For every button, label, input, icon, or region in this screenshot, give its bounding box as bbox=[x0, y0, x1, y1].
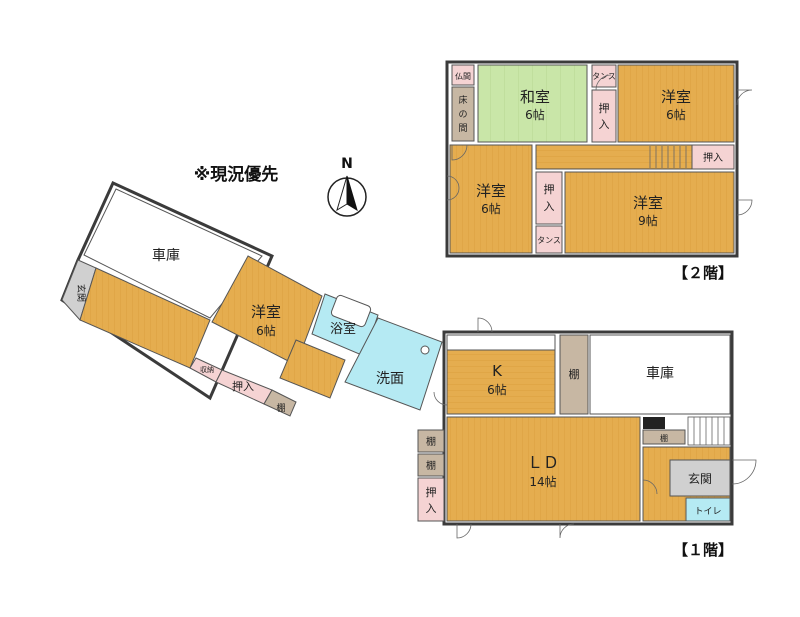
sink-icon bbox=[420, 345, 430, 355]
oshiire-2f-top bbox=[591, 89, 617, 143]
first-floor-east: K 6帖 棚 車庫 ＬＤ 14帖 棚 棚 押 入 棚 玄関 トイレ 【１階】 bbox=[417, 330, 734, 559]
kitchen-label: K bbox=[492, 362, 503, 380]
genkan-e-room bbox=[669, 459, 731, 497]
tokonoma-label-1: 床 bbox=[458, 94, 467, 106]
kitchen-size: 6帖 bbox=[487, 382, 507, 397]
oshiire-hall-label: 押入 bbox=[703, 151, 723, 164]
tansu-2f-bottom bbox=[535, 225, 563, 254]
tana-1-area bbox=[417, 429, 445, 453]
yoshitsu-w1-label: 洋室 bbox=[251, 303, 281, 321]
genkan-e-label: 玄関 bbox=[688, 471, 712, 486]
butsuma-area bbox=[451, 64, 475, 86]
oshiire-2f-mid bbox=[535, 171, 563, 225]
tana-w-area bbox=[263, 389, 297, 417]
tana-3-area bbox=[642, 429, 686, 445]
tana-k-area bbox=[559, 334, 589, 415]
butsuma-label: 仏間 bbox=[455, 72, 471, 81]
senmen-room bbox=[344, 317, 443, 411]
shako-w-label: 車庫 bbox=[152, 247, 180, 264]
shuno-label: 収納 bbox=[200, 365, 214, 374]
oshiire-ld-label-b: 入 bbox=[426, 502, 437, 515]
toilet-label: トイレ bbox=[694, 507, 721, 517]
yoshitsu-w-label: 洋室 bbox=[476, 182, 506, 200]
door-swings bbox=[433, 74, 757, 539]
counter bbox=[446, 334, 556, 351]
stairs-2f bbox=[649, 146, 687, 168]
ld-size: 14帖 bbox=[529, 474, 556, 489]
tokonoma-label-2: の bbox=[458, 110, 467, 120]
floor1-label: 【１階】 bbox=[673, 541, 733, 559]
oshiire-2f-hall bbox=[691, 144, 735, 170]
shako-e-label: 車庫 bbox=[646, 365, 674, 382]
yoshitsu-ne-label: 洋室 bbox=[661, 88, 691, 106]
second-floor: 和室 6帖 洋室 6帖 洋室 6帖 洋室 9帖 仏間 床 の 間 タンス 押 入… bbox=[445, 60, 739, 282]
tana-1-label: 棚 bbox=[426, 435, 436, 448]
tokonoma-area bbox=[451, 86, 475, 142]
tana-3-label: 棚 bbox=[660, 433, 668, 443]
senmen-label: 洗面 bbox=[376, 371, 404, 387]
yoshitsu-se-room bbox=[564, 171, 735, 254]
oshiire-mid-label-a: 押 bbox=[544, 182, 555, 196]
oshiire-top-label-b: 入 bbox=[599, 118, 610, 131]
washitsu-label: 和室 bbox=[520, 88, 550, 106]
tana-k-label: 棚 bbox=[569, 367, 580, 381]
north-label: N bbox=[341, 156, 353, 172]
yoshitsu-w-room bbox=[449, 144, 533, 254]
genkan-w-label: 玄関 bbox=[75, 284, 87, 302]
yoshitsu-ne-size: 6帖 bbox=[666, 107, 686, 122]
hall-w2-area bbox=[279, 339, 346, 399]
tokonoma-label-3: 間 bbox=[458, 123, 467, 134]
stairs-1f bbox=[687, 416, 731, 446]
yoshitsu-se-size: 9帖 bbox=[638, 213, 658, 228]
first-floor-west-wing: 車庫 玄関 洋室 6帖 収納 押入 棚 浴室 洗面 bbox=[60, 181, 443, 417]
floor2-label: 【２階】 bbox=[673, 264, 733, 282]
tansu-2f-top bbox=[591, 64, 617, 88]
oshiire-w-label: 押入 bbox=[232, 379, 254, 393]
yoshitsu-ne-room bbox=[617, 64, 735, 143]
yoshitsu-se-label: 洋室 bbox=[633, 194, 663, 212]
hallway-2f bbox=[535, 144, 693, 170]
ld-room bbox=[446, 416, 641, 522]
ld-label: ＬＤ bbox=[527, 453, 559, 472]
washitsu-room bbox=[477, 64, 588, 143]
oshiire-top-label-a: 押 bbox=[599, 101, 610, 115]
tana-2-area bbox=[417, 453, 445, 477]
yoshitsu-w1-size: 6帖 bbox=[256, 323, 276, 338]
stairs-1f-dark bbox=[643, 417, 665, 429]
tansu-bottom-label: タンス bbox=[537, 236, 561, 245]
yoshitsu-w-size: 6帖 bbox=[481, 201, 501, 216]
oshiire-mid-label-b: 入 bbox=[544, 200, 555, 213]
oshiire-ld-area bbox=[417, 477, 445, 522]
shako-w-room bbox=[83, 188, 263, 319]
tana-w-label: 棚 bbox=[276, 402, 285, 414]
washitsu-size: 6帖 bbox=[525, 107, 545, 122]
toilet-room bbox=[685, 497, 731, 522]
north-compass-icon bbox=[327, 175, 367, 217]
shako-e-room bbox=[589, 334, 731, 415]
note-text: ※現況優先 bbox=[194, 164, 279, 185]
tana-2-label: 棚 bbox=[426, 459, 436, 472]
bathtub-icon bbox=[330, 294, 372, 328]
yokushitsu-label: 浴室 bbox=[330, 321, 356, 337]
oshiire-ld-label-a: 押 bbox=[426, 485, 437, 499]
kitchen-room bbox=[446, 349, 556, 415]
